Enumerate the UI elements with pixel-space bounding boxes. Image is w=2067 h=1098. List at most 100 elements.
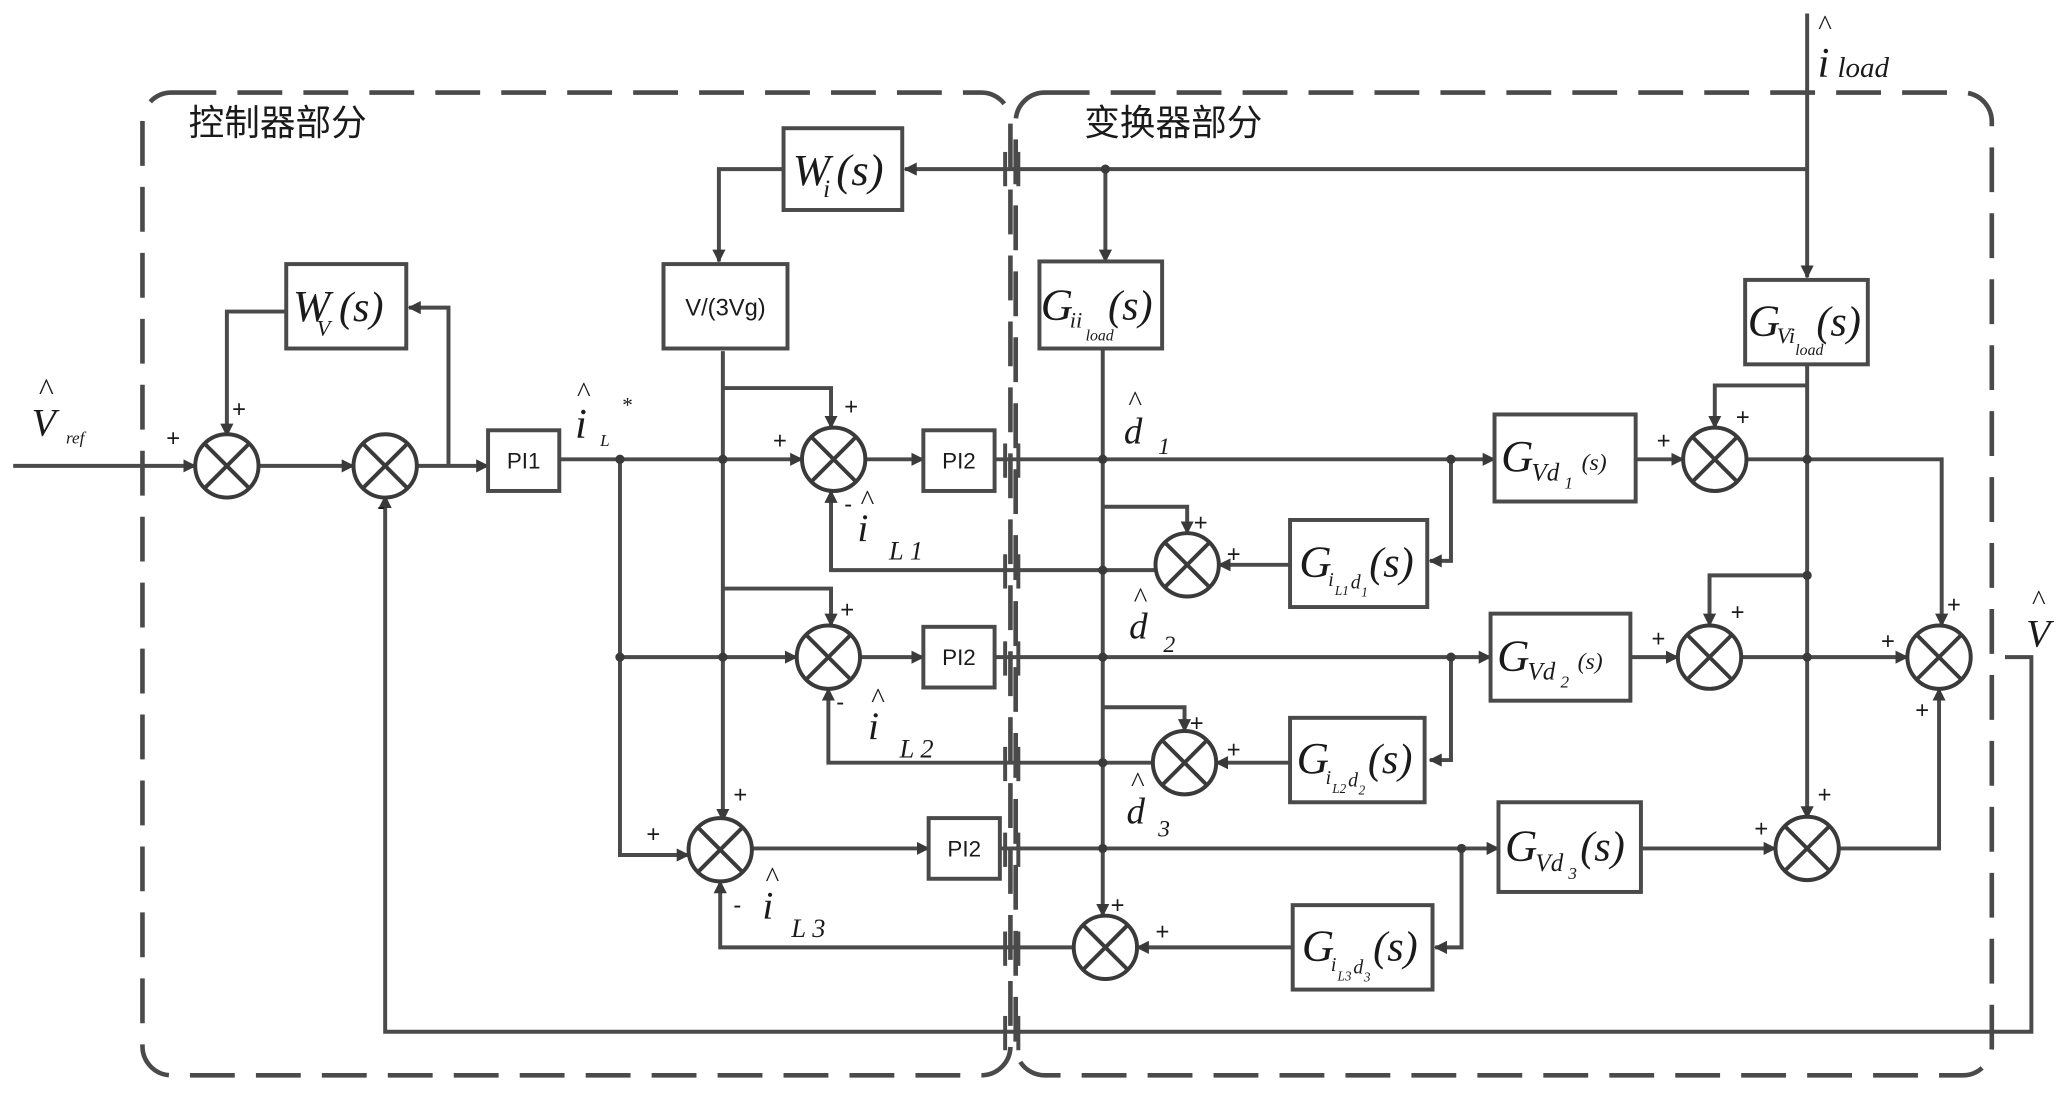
block-g-iiload-subsub: load [1086, 328, 1114, 345]
summing-junction-il3 [1071, 913, 1140, 981]
sign: - [377, 495, 385, 521]
block-g-vd1-sub: Vd [1531, 459, 1559, 486]
block-g-vd3-sub: Vd [1535, 850, 1563, 877]
block-g-iiload-main: G [1041, 279, 1073, 329]
block-g-il1d1: G i L1 d 1 (s) [1288, 518, 1430, 610]
label-v-out-base: V [2026, 612, 2054, 656]
sign: + [1111, 893, 1125, 919]
hat: ^ [1818, 10, 1832, 42]
block-g-viload-sub: Vi [1777, 323, 1795, 348]
block-g-vd3-main: G [1505, 820, 1537, 870]
label-i-l2-base: i [868, 704, 879, 748]
label-d2-sub: 2 [1163, 632, 1175, 658]
sign: + [1190, 711, 1204, 737]
region-boundary-ticks [1003, 151, 1021, 1051]
controller-region [140, 90, 1013, 1078]
block-g-il2d2-arg: (s) [1368, 736, 1413, 783]
block-pi1: PI1 [486, 428, 562, 493]
label-i-l2: i ^ L 2 [868, 682, 934, 763]
block-g-il1d1-main: G [1299, 537, 1331, 587]
label-d2-base: d [1129, 606, 1148, 647]
summing-junction-il1 [1153, 531, 1221, 599]
summing-junction-i1 [800, 425, 868, 493]
block-g-il1d1-subsub: L1 [1334, 583, 1349, 598]
block-g-vd3-arg: (s) [1580, 823, 1625, 870]
block-pi2-3-label: PI2 [947, 836, 981, 861]
sign: + [1651, 627, 1665, 653]
block-wv-sub: V [317, 315, 333, 340]
label-d3-sub: 3 [1157, 817, 1170, 843]
block-g-il1d1-sub: i [1328, 569, 1334, 591]
block-g-il2d2-main: G [1297, 733, 1329, 783]
label-i-l1-base: i [857, 506, 868, 550]
block-wi-main: W [793, 145, 834, 195]
summing-junction-i2 [794, 623, 863, 691]
block-g-viload: G Vi load (s) [1743, 277, 1870, 367]
sign: + [1915, 698, 1929, 724]
block-g-vd3: G Vd 3 (s) [1496, 800, 1643, 894]
block-g-vd3-subsub: 3 [1567, 864, 1577, 883]
branch-points [615, 164, 1812, 854]
sign: + [733, 782, 747, 808]
label-i-l-star-sup: * [621, 393, 632, 417]
block-g-il2d2-sub2: d [1348, 769, 1358, 791]
summing-junction-outer [351, 432, 419, 500]
block-g-il3d3-subsub: L3 [1337, 968, 1352, 983]
block-g-il1d1-subsub2: 1 [1361, 584, 1368, 599]
sign: + [1194, 511, 1208, 537]
block-g-il3d3: G i L3 d 3 (s) [1290, 903, 1435, 992]
sign: + [1754, 817, 1768, 843]
sign: + [646, 822, 660, 848]
sign: + [1818, 782, 1832, 808]
hat: ^ [871, 682, 885, 714]
sign: + [1227, 737, 1241, 763]
label-v-out: V ^ [2026, 585, 2054, 656]
label-v-ref-base: V [32, 401, 60, 445]
converter-region-label: 变换器部分 [1084, 103, 1262, 143]
junction-signs: + + - + + - + - + + - + + + + + + + + + … [166, 394, 1961, 945]
block-g-il1d1-sub2: d [1351, 572, 1361, 594]
block-g-iiload-arg: (s) [1108, 282, 1153, 329]
block-g-iiload: G ii load (s) [1037, 259, 1165, 351]
hat: ^ [860, 484, 874, 516]
block-g-vd2-main: G [1497, 630, 1529, 680]
sign: + [1881, 629, 1895, 655]
label-i-l3-sub: L 3 [790, 913, 825, 943]
summing-junction-output [1905, 623, 1973, 691]
hat: ^ [38, 372, 54, 407]
sign: - [844, 492, 852, 518]
block-wi-sub: i [823, 176, 830, 203]
sign: + [844, 394, 858, 420]
block-g-il2d2-sub: i [1326, 767, 1332, 789]
block-wv-main: W [293, 281, 334, 331]
label-i-load-base: i [1818, 40, 1830, 87]
block-g-il2d2: G i L2 d 2 (s) [1288, 715, 1427, 805]
hat: ^ [1130, 767, 1144, 799]
block-g-il3d3-subsub2: 3 [1363, 970, 1371, 985]
sign: + [1731, 600, 1745, 626]
summing-junction-il2 [1150, 729, 1219, 797]
sign: + [166, 426, 180, 452]
block-v3vg: V/(3Vg) [661, 262, 790, 351]
summing-junction-v2 [1675, 623, 1744, 691]
block-g-vd1-subsub: 1 [1564, 473, 1573, 492]
label-d1: d ^ 1 [1124, 385, 1170, 460]
block-g-il2d2-subsub2: 2 [1359, 782, 1366, 797]
block-g-il3d3-arg: (s) [1373, 924, 1418, 971]
block-wi: W i (s) [781, 126, 905, 212]
sign: + [773, 429, 787, 455]
summing-junction-v1 [1681, 425, 1749, 493]
label-i-l3-base: i [762, 883, 773, 927]
block-g-il1d1-arg: (s) [1369, 540, 1414, 587]
sign: + [1657, 429, 1671, 455]
sign: + [1736, 405, 1750, 431]
label-i-load: i ^ load [1818, 10, 1890, 87]
block-pi1-label: PI1 [507, 449, 541, 474]
label-d1-sub: 1 [1158, 434, 1170, 460]
block-wv-arg: (s) [339, 284, 384, 331]
label-i-l-star: i ^ L * [575, 376, 632, 450]
label-i-load-sub: load [1837, 52, 1889, 84]
label-v-ref-sub: ref [66, 428, 87, 447]
label-i-l-star-sub: L [599, 431, 610, 450]
block-pi2-2-label: PI2 [942, 645, 976, 670]
